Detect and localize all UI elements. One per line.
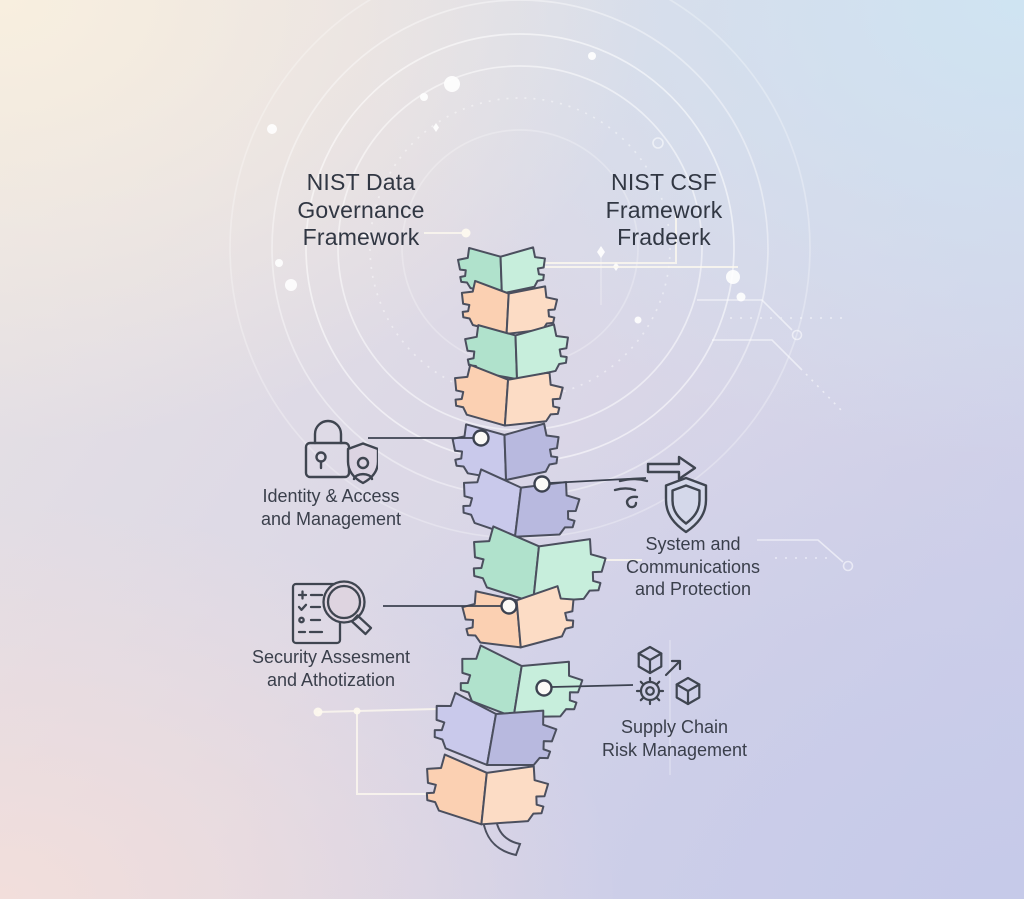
label-line: Communications <box>625 556 761 577</box>
lock-user-shield-icon <box>304 419 378 485</box>
label-line: Supply Chain <box>620 717 729 737</box>
connector-dot-marker <box>533 475 551 493</box>
shield-speed-arrow-icon <box>613 455 708 534</box>
label-line: and Management <box>260 508 402 529</box>
label-system-communications: System and Communications and Protection <box>588 533 798 601</box>
vertebra-block-peach <box>460 279 559 335</box>
vertebra-block-peach <box>454 363 564 427</box>
label-supply-chain: Supply Chain Risk Management <box>572 716 777 761</box>
label-line: and Protection <box>634 579 752 599</box>
label-line: Risk Management <box>601 739 748 760</box>
title-left-line: Framework <box>302 224 420 250</box>
vertebra-block-lavender <box>462 468 581 538</box>
title-left-line: NIST Data <box>306 169 416 195</box>
vertebra-block-teal <box>472 525 607 604</box>
connector-dot-marker <box>472 429 490 447</box>
cubes-gear-arrow-icon <box>635 645 701 706</box>
title-right-line: NIST CSF <box>611 169 717 195</box>
vertebra-block-teal <box>464 323 569 381</box>
label-security-assessment: Security Assesment and Athotization <box>224 646 438 691</box>
title-right-line: Framework <box>605 196 723 223</box>
vertebra-block-lavender <box>433 691 558 767</box>
vertebra-block-teal <box>457 246 546 295</box>
title-left-framework: NIST Data Governance Framework <box>261 169 461 252</box>
vertebra-block-lavender <box>451 422 560 481</box>
title-right-line: Fradeerk <box>617 224 711 250</box>
label-line: and Athotization <box>266 669 396 690</box>
circuit-traces <box>600 137 854 775</box>
label-line: System and <box>645 534 741 554</box>
title-right-framework: NIST CSF Framework Fradeerk <box>564 169 764 252</box>
spine-tail <box>482 818 522 857</box>
faint-connector-lines <box>317 210 738 795</box>
connector-line <box>551 684 634 688</box>
title-left-line: Governance <box>297 196 425 223</box>
connector-dot-marker <box>500 597 518 615</box>
vertebra-block-peach <box>425 753 550 826</box>
label-line: Identity & Access <box>262 486 400 506</box>
magnifier-checklist-icon <box>291 580 373 645</box>
label-line: Security Assesment <box>251 647 411 667</box>
label-identity-access: Identity & Access and Management <box>231 485 431 530</box>
connector-dot-marker <box>535 679 553 697</box>
